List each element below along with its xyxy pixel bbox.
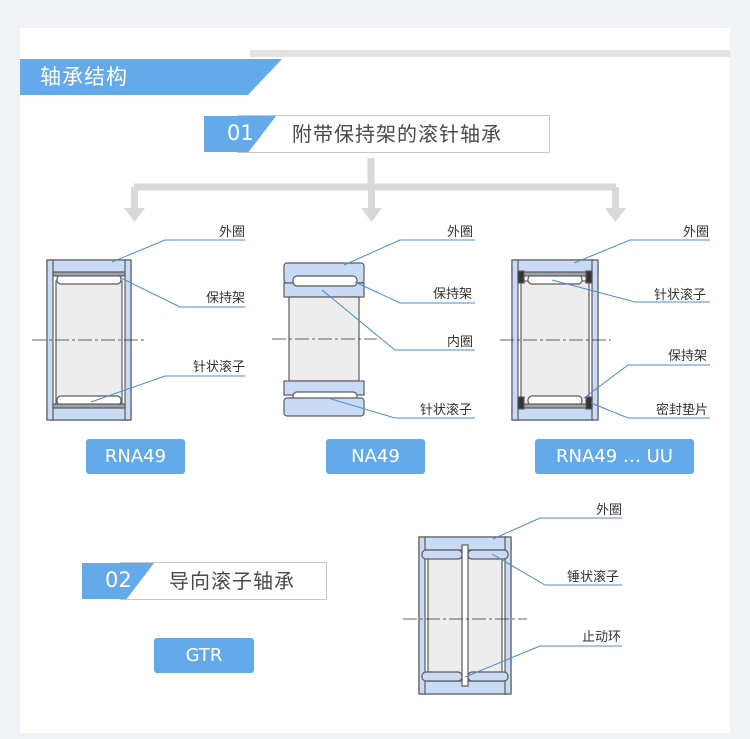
tree-connector: [134, 158, 616, 191]
model-button-gtr[interactable]: GTR: [154, 638, 254, 673]
rna49-label-needle-roller: 针状滚子: [193, 359, 245, 375]
bearing-rna49-leaders: [90, 239, 245, 403]
section-01-title: 附带保持架的滚针轴承: [237, 115, 550, 153]
section-02-number: 02: [105, 568, 132, 592]
bearing-gtr-leaders: [464, 517, 622, 678]
rna49uu-label-needle-roller: 针状滚子: [654, 287, 706, 303]
title-tab: [20, 59, 282, 95]
rna49-label-cage: 保持架: [206, 291, 245, 306]
rna49-label-outer-ring: 外圈: [219, 225, 245, 240]
na49-label-inner-ring: 内圈: [447, 334, 473, 350]
page-title: 轴承结构: [40, 65, 128, 89]
gtr-label-barrel-roller: 锤状滚子: [567, 569, 619, 585]
bearing-na49-diagram: [272, 262, 377, 417]
bearing-gtr-diagram: [403, 536, 527, 695]
bearing-rna49uu-leaders: [551, 239, 710, 419]
rna49uu-label-cage: 保持架: [668, 349, 707, 364]
na49-label-needle-roller: 针状滚子: [420, 402, 472, 418]
model-button-na49[interactable]: NA49: [326, 439, 425, 474]
rna49uu-label-outer-ring: 外圈: [683, 225, 709, 240]
rna49uu-label-seal: 密封垫片: [656, 402, 708, 418]
bearing-na49-leaders: [321, 239, 475, 419]
tree-arrows: [124, 187, 626, 222]
na49-label-outer-ring: 外圈: [447, 225, 473, 240]
bearing-rna49uu-diagram: [500, 259, 611, 421]
bearing-rna49-diagram: [32, 259, 146, 421]
model-button-rna49uu[interactable]: RNA49 … UU: [535, 439, 694, 474]
na49-label-cage: 保持架: [433, 287, 472, 302]
gtr-label-retaining-ring: 止动环: [582, 630, 621, 645]
title-rule: [250, 50, 730, 57]
section-02-title: 导向滚子轴承: [120, 562, 327, 600]
model-button-rna49[interactable]: RNA49: [86, 439, 185, 474]
gtr-label-outer-ring: 外圈: [596, 503, 622, 518]
section-01-number: 01: [227, 121, 254, 145]
